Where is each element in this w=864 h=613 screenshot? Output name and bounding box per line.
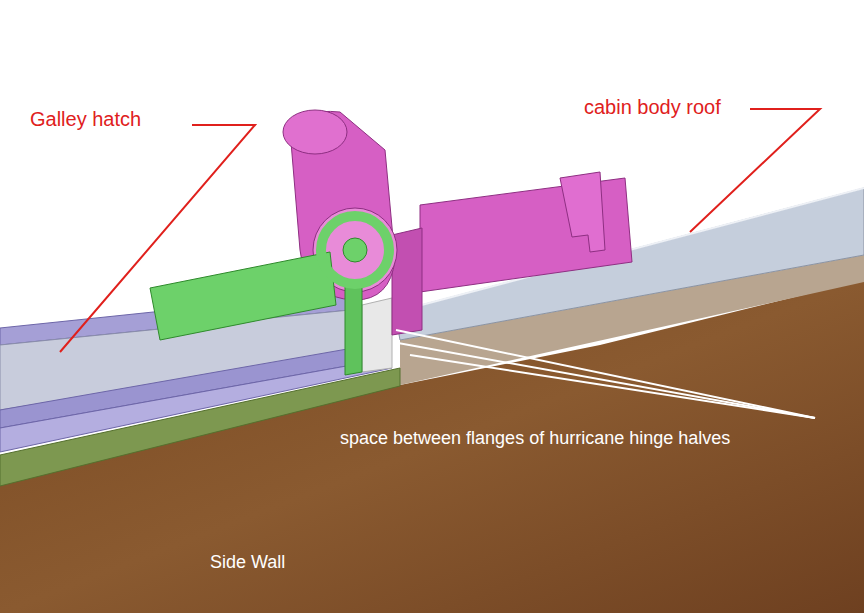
part-label: cabin body roof bbox=[584, 96, 721, 119]
leader-line bbox=[690, 109, 820, 232]
hatch-frame-lower bbox=[0, 360, 392, 452]
hinge-pin bbox=[343, 238, 367, 262]
hinge-lip bbox=[560, 172, 605, 252]
knuckle-end bbox=[283, 110, 347, 154]
callout-label: space between flanges of hurricane hinge… bbox=[340, 428, 730, 449]
hatch-hinge-plate bbox=[150, 252, 336, 340]
leader-line bbox=[60, 125, 255, 352]
flange-gap bbox=[362, 298, 392, 372]
hatch-base bbox=[0, 368, 400, 486]
leader-line bbox=[398, 343, 815, 418]
hatch-hinge-flange bbox=[345, 282, 362, 375]
part-label: Galley hatch bbox=[30, 108, 141, 131]
leader-line bbox=[410, 355, 815, 418]
part-label: Side Wall bbox=[210, 552, 285, 573]
leader-line bbox=[396, 330, 815, 418]
hinge-pin-ring bbox=[321, 216, 389, 284]
